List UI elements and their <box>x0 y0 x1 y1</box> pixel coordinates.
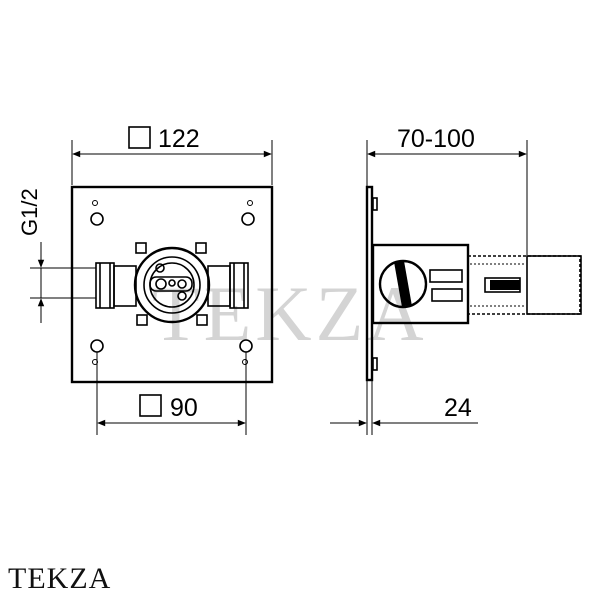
square-symbol-icon <box>139 394 162 417</box>
dim-bottom-label: 90 <box>170 394 198 422</box>
dim-depth-label: 70-100 <box>397 125 475 153</box>
pipe-connection-left <box>95 262 137 309</box>
mounting-hole-top-right <box>241 212 255 226</box>
dim-plate-label: 24 <box>444 394 472 422</box>
dimension-bottom-90: 90 <box>96 352 247 435</box>
mounting-plate <box>70 185 274 384</box>
side-view: 70-100 <box>330 125 582 435</box>
dim-thread-label: G1/2 <box>17 188 42 236</box>
valve-body <box>133 242 211 326</box>
dimension-depth: 70-100 <box>366 125 528 255</box>
mounting-hole-top-left <box>90 212 104 226</box>
side-extension <box>467 255 582 315</box>
dim-width-label: 122 <box>158 125 200 153</box>
side-valve-knob <box>378 259 428 309</box>
dimension-plate-24: 24 <box>330 380 478 435</box>
mounting-hole-bottom-left <box>90 339 104 353</box>
front-view: 122 <box>17 125 274 435</box>
brand-logo-text: TEKZA <box>8 562 112 595</box>
square-symbol-icon <box>128 126 151 149</box>
dimension-width-122: 122 <box>71 125 273 185</box>
dimension-thread-g12: G1/2 <box>17 188 96 323</box>
